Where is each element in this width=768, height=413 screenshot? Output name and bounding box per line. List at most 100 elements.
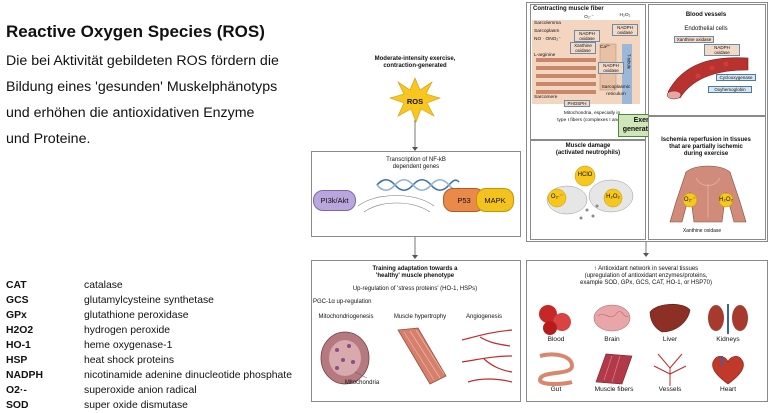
ros-caption: Moderate-intensity exercise, contraction…: [374, 56, 456, 69]
glossary-abbr: HO-1: [6, 340, 31, 351]
angiogenesis-illustration: [461, 329, 513, 383]
contracting-title: Contracting muscle fiber: [533, 6, 604, 12]
glossary-definition: heme oxygenase-1: [84, 340, 173, 351]
organ-label: Kidneys: [716, 336, 740, 343]
glossary-abbr: HSP: [6, 355, 28, 366]
h2o2-label: H₂O₂: [719, 197, 733, 203]
glossary-definition: nicotinamide adenine dinucleotide phosph…: [84, 370, 292, 381]
xanthine-oxidase-chip: Xanthine oxidase: [674, 36, 714, 43]
glossary-row: CAT catalase: [6, 278, 292, 293]
nadph-oxidase-chip: NADPH oxidase: [598, 62, 624, 74]
body-line: und Proteine.: [6, 131, 91, 147]
heart-icon: [712, 356, 744, 385]
blood-cells-icon: [539, 305, 571, 335]
glossary-definition: superoxide anion radical: [84, 385, 197, 396]
cascade-arrows-icon: [357, 195, 435, 213]
organ-label: Gut: [550, 386, 562, 393]
brain-icon: [593, 304, 631, 332]
hclo-label: HClO: [577, 172, 593, 178]
organ-label: Heart: [719, 386, 737, 393]
cyclooxygenase-chip: Cyclooxygenase: [716, 74, 756, 81]
glossary-row: O2·- superoxide anion radical: [6, 383, 292, 398]
muscle-fibers-icon: [595, 353, 633, 385]
slide-title: Reactive Oxygen Species (ROS): [6, 22, 265, 41]
xanthine-oxidase-note: Xanthine oxidase: [682, 228, 722, 234]
endothelial-label: Endothelial cells: [684, 26, 728, 32]
h2o2-label: H₂O₂: [606, 194, 620, 200]
slide-body: Die bei Aktivität gebildeten ROS fördern…: [6, 48, 306, 152]
ros-burst-icon: [389, 77, 441, 123]
glossary-abbr: CAT: [6, 280, 27, 291]
upregulation-label: Up-regulation of 'stress proteins' (HO-1…: [352, 286, 478, 292]
glossary-row: GPx glutathione peroxidase: [6, 308, 292, 323]
sarcolemma-label: Sarcolemma: [534, 21, 561, 26]
vessels-icon: [653, 353, 687, 386]
gut-icon: [537, 352, 575, 386]
body-line: Bildung eines 'gesunden' Muskelphänotyps: [6, 79, 278, 95]
panel-label: Angiogenesis: [465, 314, 503, 320]
glossary-abbr: GCS: [6, 295, 29, 306]
xanthine-oxidase-chip: Xanthine oxidase: [570, 42, 596, 54]
o2-label: O₂·⁻: [584, 15, 594, 20]
training-title: Training adaptation towards a 'healthy' …: [372, 266, 458, 279]
phosph-chip: PHOSPH: [564, 100, 590, 107]
glossary-definition: heat shock proteins: [84, 355, 175, 366]
sarcomere-label: Sarcomere: [534, 95, 558, 100]
blood-vessel-illustration: [666, 57, 749, 100]
organ-label: Liver: [662, 336, 678, 343]
pgc-label: PGC-1α up-regulation: [313, 299, 372, 305]
panel-label: Muscle hypertrophy: [393, 314, 447, 320]
pi3k-akt-node: PI3k/Akt: [313, 190, 356, 211]
mapk-node: MAPK: [476, 188, 514, 212]
mitochondria-note: Mitochondria, especially in type I fiber…: [557, 111, 627, 123]
ischemia-title: Ischemia reperfusion in tissues that are…: [661, 137, 751, 157]
glossary-row: NADPH nicotinamide adenine dinucleotide p…: [6, 368, 292, 383]
muscle-hypertrophy-illustration: [397, 327, 447, 385]
organ-label: Blood: [547, 336, 565, 343]
glossary-definition: hydrogen peroxide: [84, 325, 171, 336]
superoxide-label: O₂·⁻: [683, 197, 697, 203]
glossary-row: H2O2 hydrogen peroxide: [6, 323, 292, 338]
h2o2-label: H₂O₂: [619, 13, 631, 18]
glossary-row: HO-1 heme oxygenase-1: [6, 338, 292, 353]
neutrophils-illustration: [546, 165, 634, 220]
reticulum-label: Sarcoplasmic reticulum: [601, 85, 631, 97]
mitochondria-label: Mitochondria: [344, 380, 380, 386]
organ-label: Muscle fibers: [594, 386, 634, 393]
glossary-row: HSP heat shock proteins: [6, 353, 292, 368]
glossary-abbr: O2·-: [6, 385, 27, 396]
glossary-abbr: NADPH: [6, 370, 43, 381]
dna-helix-icon: [376, 178, 460, 192]
nadph-oxidase-chip: NADPH oxidase: [612, 24, 638, 36]
kidneys-icon: [708, 304, 748, 334]
diagram-connectors: [412, 120, 649, 259]
organ-label: Brain: [604, 336, 620, 343]
body-line: Die bei Aktivität gebildeten ROS fördern…: [6, 53, 279, 69]
glossary-definition: catalase: [84, 280, 123, 291]
glossary-definition: glutathione peroxidase: [84, 310, 189, 321]
glossary-abbr: H2O2: [6, 325, 34, 336]
network-title: ↑ Antioxidant network in several tissues…: [580, 266, 712, 286]
arginine-label: L-arginine: [534, 53, 556, 58]
ros-label: ROS: [406, 97, 424, 106]
glossary-row: GCS glutamylcysteine synthetase: [6, 293, 292, 308]
glossary-abbr: GPx: [6, 310, 27, 321]
sarcoplasm-label: Sarcoplasm: [534, 29, 560, 34]
organ-label: Vessels: [658, 386, 682, 393]
mitochondria-fiber-illustration: [320, 331, 370, 385]
nadph-oxidase-chip: NADPH oxidase: [574, 30, 600, 42]
liver-icon: [649, 303, 691, 333]
glossary-definition: glutamylcysteine synthetase: [84, 295, 214, 306]
blood-vessels-title: Blood vessels: [685, 12, 727, 18]
no-label: NO · ONO₂⁻: [534, 37, 561, 42]
body-line: und erhöhen die antioxidativen Enzyme: [6, 105, 255, 121]
t-tubule-label: T-tubule: [626, 53, 632, 70]
nadph-oxidase-chip: NADPH oxidase: [704, 44, 740, 56]
superoxide-label: O₂·⁻: [550, 194, 564, 200]
muscle-damage-title: Muscle damage (activated neutrophils): [555, 143, 621, 156]
calcium-label: Ca²⁺: [599, 45, 611, 50]
torso-illustration: [669, 165, 747, 223]
panel-label: Mitochondriogenesis: [318, 314, 374, 320]
transcription-label: Transcription of NF-kB dependent genes: [386, 157, 446, 170]
oxyhemoglobin-chip: Oxyhemoglobin: [708, 86, 752, 93]
